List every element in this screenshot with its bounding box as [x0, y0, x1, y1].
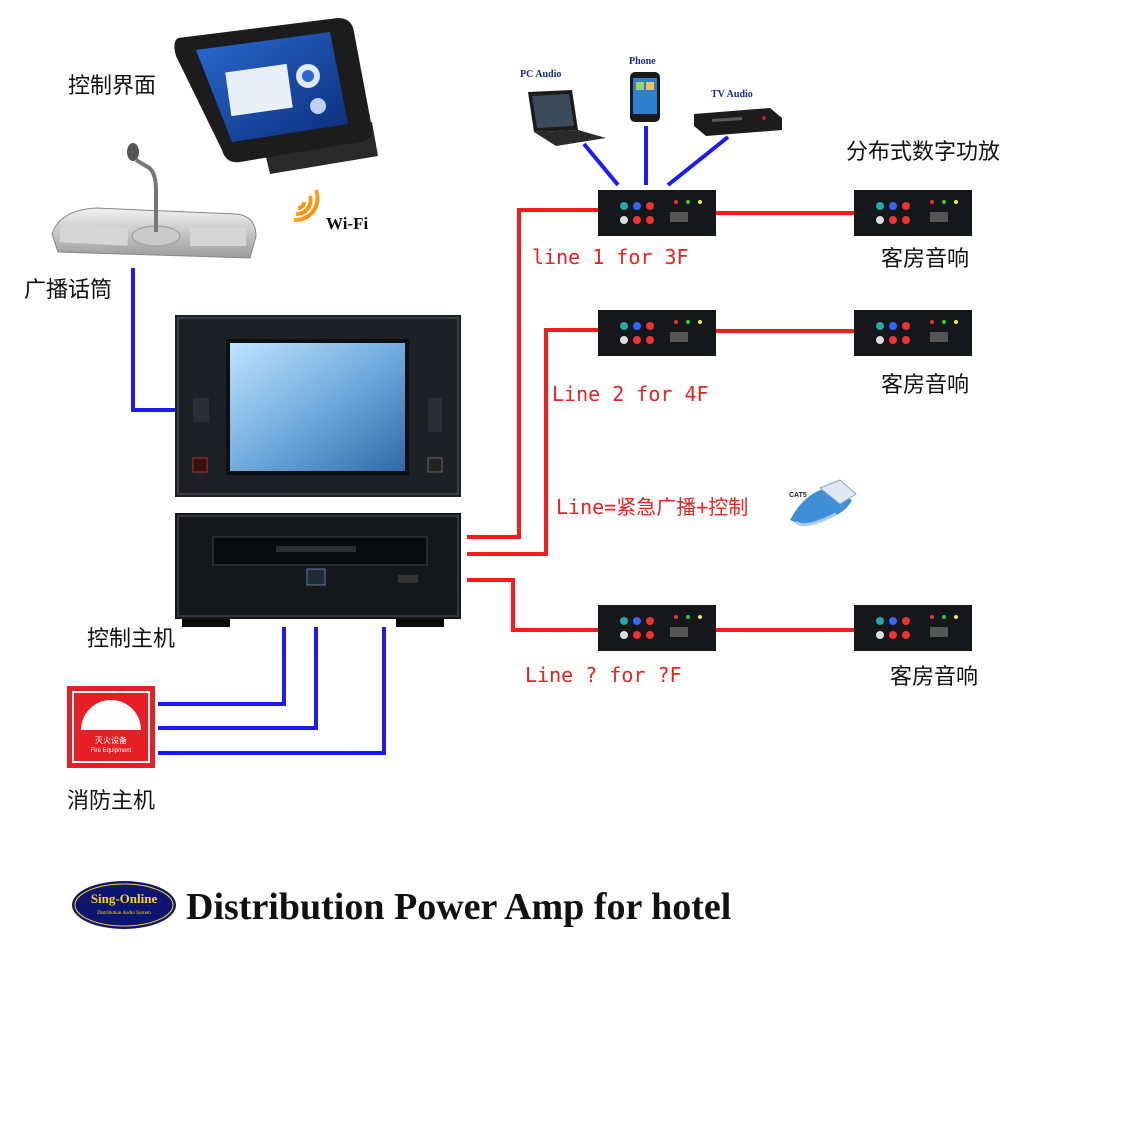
tv-audio-box-icon — [694, 108, 782, 136]
sing-online-logo — [72, 881, 176, 929]
fire-wire-3 — [158, 627, 386, 755]
room-label-3: 客房音响 — [890, 665, 978, 690]
line-n-wire — [467, 578, 598, 632]
fire-wire-2 — [158, 627, 318, 730]
phone-label: Phone — [629, 56, 656, 67]
fire-wire-1 — [158, 627, 286, 706]
cat5-cable-icon — [790, 479, 857, 527]
tv-audio-label: TV Audio — [711, 89, 753, 100]
line2-label: Line 2 for 4F — [552, 382, 709, 406]
room-speaker-1 — [854, 190, 972, 236]
red-connection-lines — [467, 208, 854, 632]
tv-audio-wire — [666, 135, 730, 187]
line1-label: line 1 for 3F — [532, 245, 689, 269]
amp-line-n — [598, 605, 716, 651]
logo-sub: Distribution Audio System — [97, 911, 151, 916]
amp-line1 — [598, 190, 716, 236]
control-ui-label: 控制界面 — [68, 74, 156, 99]
page-title: Distribution Power Amp for hotel — [186, 886, 731, 928]
logo-name: Sing-Online — [91, 891, 158, 906]
phone-icon — [630, 72, 660, 122]
line2-wire — [467, 328, 598, 556]
host-label: 控制主机 — [87, 627, 175, 652]
amp-line2 — [598, 310, 716, 356]
mic-label: 广播话筒 — [24, 278, 112, 303]
fire-equipment-sign — [67, 686, 155, 768]
room-speaker-2 — [854, 310, 972, 356]
room-label-2: 客房音响 — [881, 373, 969, 398]
room-label-1: 客房音响 — [881, 247, 969, 272]
fire-sign-en: Fire Equipment — [91, 748, 132, 754]
fire-host-label: 消防主机 — [67, 789, 155, 814]
mic-wire — [131, 268, 175, 412]
line-emergency-label: Line=紧急广播+控制 — [556, 495, 748, 519]
microphone-icon — [51, 143, 257, 259]
pc-audio-wire — [582, 142, 620, 187]
control-host-device — [175, 513, 461, 627]
line1-wire — [467, 208, 598, 539]
pc-audio-label: PC Audio — [520, 69, 561, 80]
control-tablet-icon — [174, 18, 378, 174]
wifi-icon — [293, 189, 320, 223]
dist-amp-label: 分布式数字功放 — [846, 140, 1000, 165]
line-n-label: Line ? for ?F — [525, 663, 682, 687]
wifi-label: Wi-Fi — [326, 214, 368, 233]
cat5-label: CAT5 — [789, 492, 807, 499]
fire-sign-zh: 灭火设备 — [95, 735, 127, 745]
laptop-icon — [528, 90, 606, 146]
blue-connection-lines — [131, 126, 730, 755]
room-speaker-3 — [854, 605, 972, 651]
rack-display-unit — [175, 315, 461, 497]
